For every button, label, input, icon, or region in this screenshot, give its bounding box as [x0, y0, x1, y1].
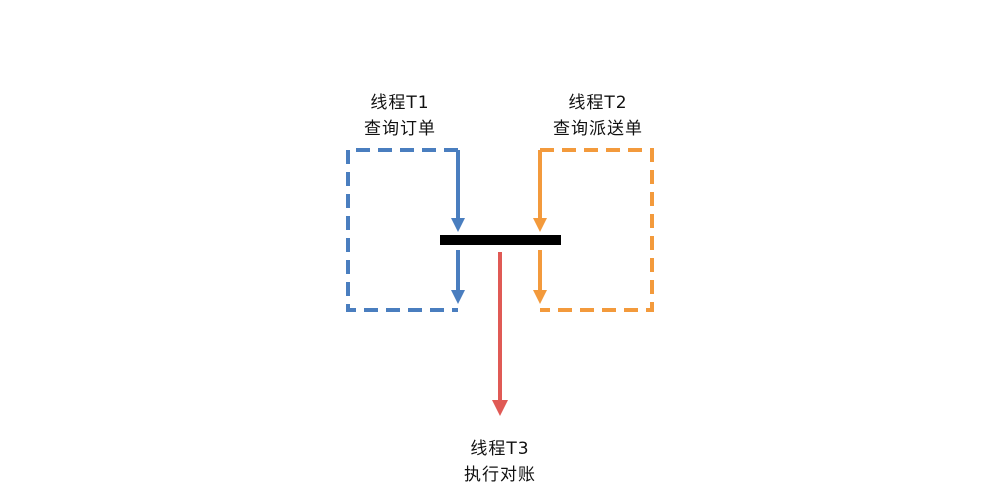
thread-t1-arrowhead-in: [451, 218, 465, 232]
thread-t1-label: 线程T1 查询订单: [340, 90, 460, 142]
thread-t3-arrowhead: [492, 400, 508, 416]
thread-t2-loop: [533, 148, 654, 312]
thread-t1-task: 查询订单: [364, 119, 436, 139]
barrier-bar: [440, 235, 561, 245]
thread-t3-name: 线程T3: [470, 439, 530, 459]
thread-t1-name: 线程T1: [370, 93, 430, 113]
thread-t2-arrowhead-in: [533, 218, 547, 232]
thread-t3-label: 线程T3 执行对账: [438, 436, 562, 488]
thread-t1-loop: [346, 148, 465, 312]
thread-t1-dashed-box: [346, 148, 458, 312]
thread-t2-name: 线程T2: [568, 93, 628, 113]
thread-t3-task: 执行对账: [464, 465, 536, 485]
thread-t3-flow: [492, 252, 508, 416]
thread-t2-task: 查询派送单: [553, 119, 643, 139]
thread-t2-arrowhead-out: [533, 290, 547, 304]
thread-t1-arrowhead-out: [451, 290, 465, 304]
thread-t2-label: 线程T2 查询派送单: [528, 90, 668, 142]
thread-t2-dashed-box: [540, 148, 654, 312]
